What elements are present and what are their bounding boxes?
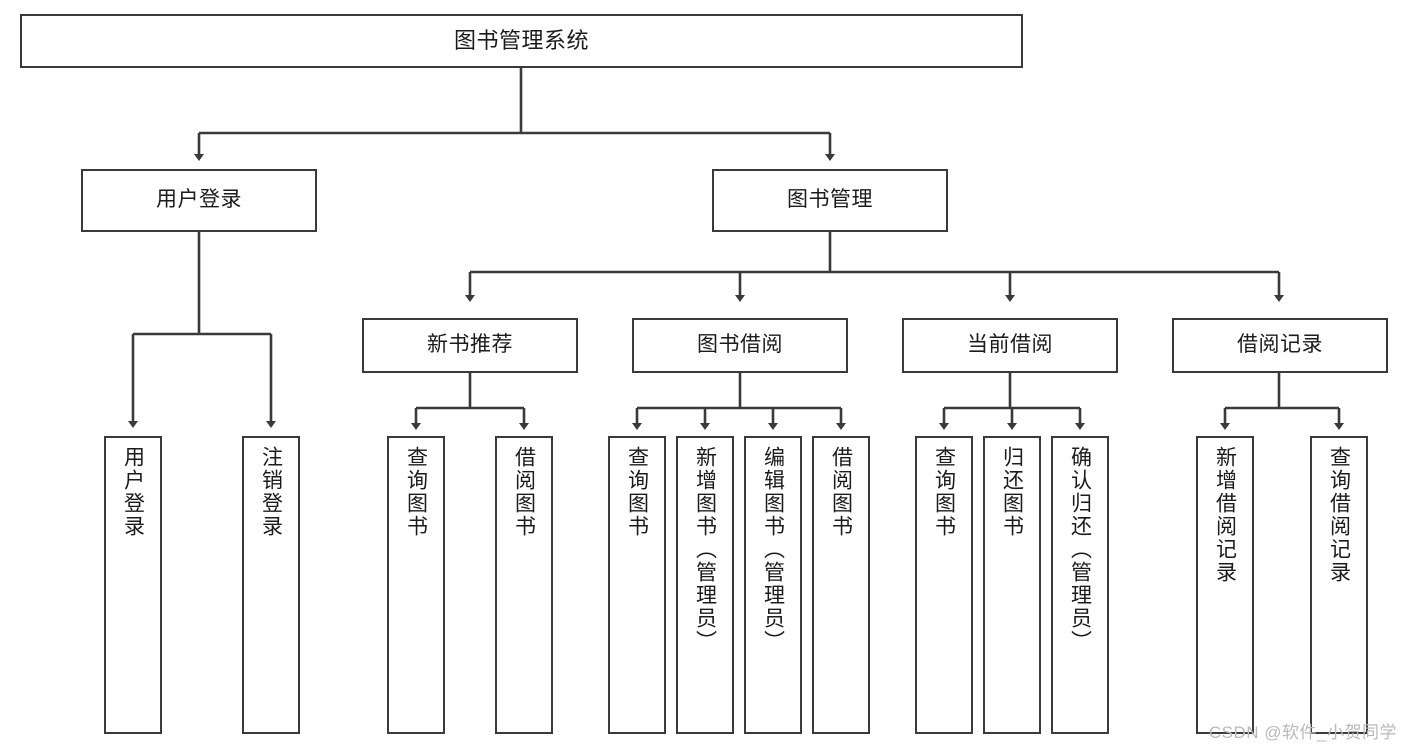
leaf-current-borrow-return-book[interactable]: 归还图书: [983, 436, 1041, 734]
leaf-book-borrow-query-book[interactable]: 查询图书: [608, 436, 666, 734]
leaf-borrow-record-query-record[interactable]: 查询借阅记录: [1310, 436, 1368, 734]
node-label: 确认归还（管理员）: [1068, 446, 1092, 653]
node-user-login[interactable]: 用户登录: [81, 169, 317, 232]
node-label: 借阅图书: [512, 446, 536, 538]
node-label: 查询图书: [625, 446, 649, 538]
leaf-book-borrow-edit-book-admin[interactable]: 编辑图书（管理员）: [744, 436, 802, 734]
node-label: 查询图书: [404, 446, 428, 538]
node-label: 新书推荐: [427, 333, 513, 357]
leaf-current-borrow-query-book[interactable]: 查询图书: [915, 436, 973, 734]
node-label: 借阅记录: [1237, 333, 1323, 357]
leaf-borrow-record-add-record[interactable]: 新增借阅记录: [1196, 436, 1254, 734]
node-book-borrow[interactable]: 图书借阅: [632, 318, 848, 373]
leaf-user-login-logout[interactable]: 注销登录: [242, 436, 300, 734]
node-label: 归还图书: [1000, 446, 1024, 538]
node-label: 当前借阅: [967, 333, 1053, 357]
leaf-current-borrow-confirm-return-admin[interactable]: 确认归还（管理员）: [1051, 436, 1109, 734]
node-label: 注销登录: [259, 446, 283, 538]
node-label: 用户登录: [121, 446, 145, 538]
node-root-book-management-system[interactable]: 图书管理系统: [20, 14, 1023, 68]
node-book-management[interactable]: 图书管理: [712, 169, 948, 232]
node-current-borrow[interactable]: 当前借阅: [902, 318, 1118, 373]
node-label: 用户登录: [156, 188, 242, 212]
leaf-new-book-borrow-book[interactable]: 借阅图书: [495, 436, 553, 734]
watermark-text: CSDN @软件_小贺同学: [1208, 723, 1397, 742]
node-label: 借阅图书: [829, 446, 853, 538]
leaf-user-login-login[interactable]: 用户登录: [104, 436, 162, 734]
leaf-book-borrow-add-book-admin[interactable]: 新增图书（管理员）: [676, 436, 734, 734]
node-label: 新增借阅记录: [1213, 446, 1237, 584]
node-label: 查询图书: [932, 446, 956, 538]
leaf-new-book-query-book[interactable]: 查询图书: [387, 436, 445, 734]
leaf-book-borrow-borrow-book[interactable]: 借阅图书: [812, 436, 870, 734]
node-label: 图书管理系统: [453, 28, 589, 54]
node-label: 查询借阅记录: [1327, 446, 1351, 584]
node-label: 新增图书（管理员）: [693, 446, 717, 653]
node-label: 编辑图书（管理员）: [761, 446, 785, 653]
node-label: 图书借阅: [697, 333, 783, 357]
node-label: 图书管理: [787, 188, 873, 212]
node-borrow-record[interactable]: 借阅记录: [1172, 318, 1388, 373]
node-new-book-recommend[interactable]: 新书推荐: [362, 318, 578, 373]
